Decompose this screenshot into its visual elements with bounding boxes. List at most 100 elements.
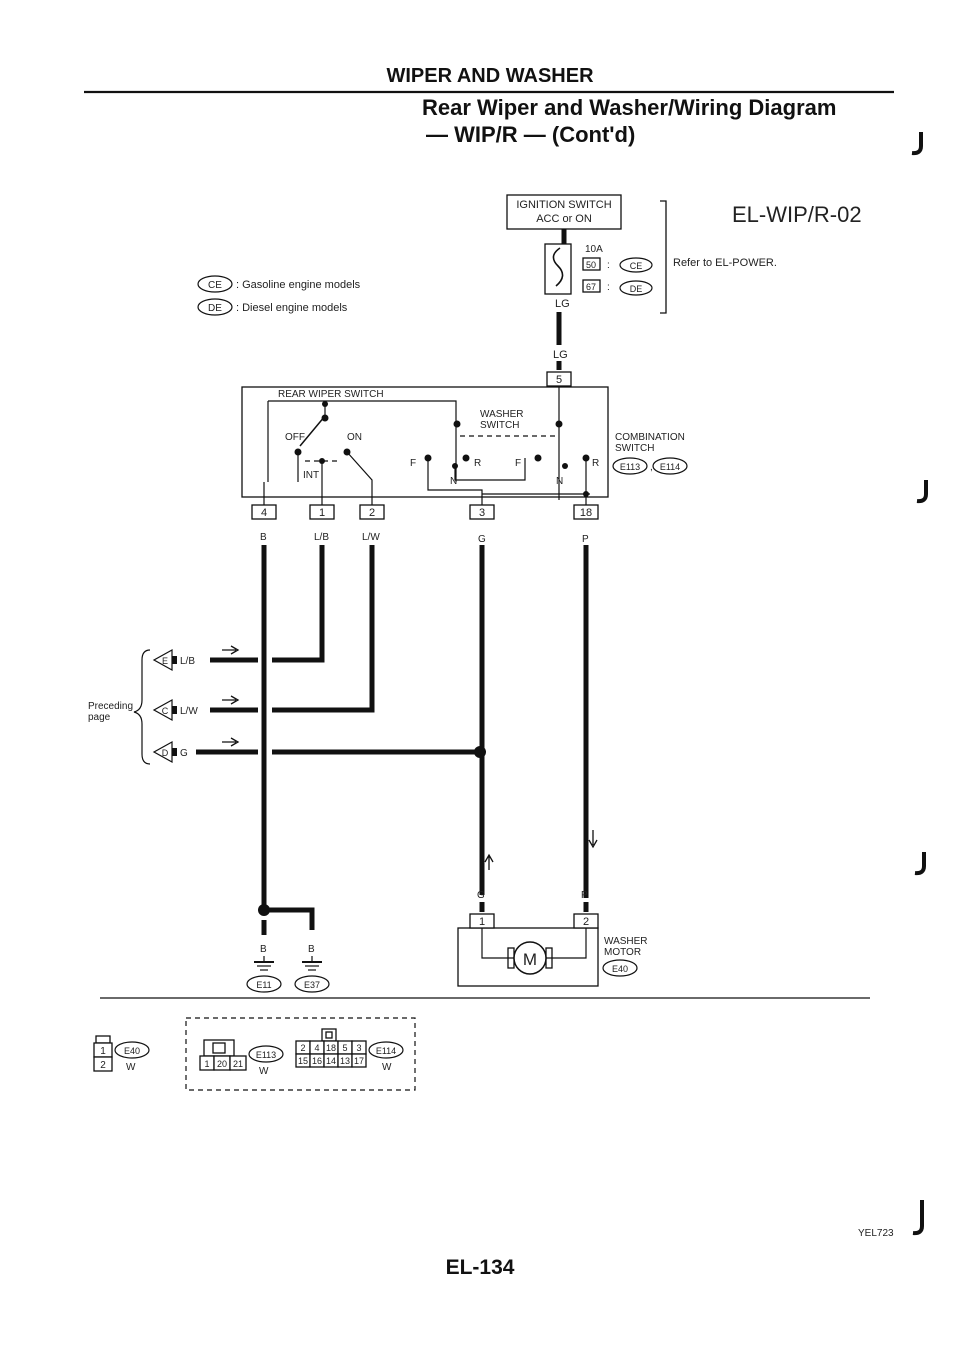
svg-text:4: 4	[314, 1043, 319, 1053]
pin-18: 18	[580, 507, 592, 519]
wire-lw	[272, 545, 375, 713]
ref-d-arrow-icon	[222, 737, 240, 747]
washer-motor-box	[457, 927, 599, 987]
svg-text:R: R	[474, 458, 481, 469]
arrow-up-icon	[484, 853, 494, 870]
diagram-subtitle: — WIP/R — (Cont'd)	[426, 122, 635, 147]
motor-pin-2: 2	[583, 916, 589, 928]
connector-e40-view: 1 2 E40 W	[93, 1035, 150, 1073]
ref-e-tag: E	[162, 656, 168, 666]
svg-text:2: 2	[100, 1060, 106, 1071]
combination-connector-dashed-box	[185, 1017, 416, 1091]
washer-switch-label-2: SWITCH	[480, 420, 519, 431]
svg-text:2: 2	[300, 1043, 305, 1053]
svg-text:20: 20	[217, 1059, 227, 1069]
wire-color-g: G	[478, 534, 486, 545]
ground-e11: E11	[256, 980, 271, 990]
motor-icon	[513, 941, 547, 975]
svg-text:18: 18	[326, 1043, 336, 1053]
conn-e40-color: W	[126, 1062, 136, 1073]
margin-mark-icon	[916, 480, 928, 504]
ref-c-tag: C	[162, 706, 169, 716]
ignition-switch-mode: ACC or ON	[536, 213, 592, 225]
fuse-number-b: 67	[586, 282, 596, 292]
fuse-out-wire-color: LG	[555, 298, 570, 310]
ground-symbol-e37-icon	[302, 956, 322, 971]
washer-motor-label-2: MOTOR	[604, 947, 641, 958]
wire-color-p: P	[582, 534, 589, 545]
conn-e114-tag: E114	[660, 462, 680, 472]
svg-text:15: 15	[298, 1056, 308, 1066]
de-tag: DE	[208, 303, 222, 314]
ground-e37-oval-icon	[294, 975, 330, 993]
refer-text: Refer to EL-POWER.	[673, 257, 777, 269]
ground-e37: E37	[304, 980, 320, 990]
corner-mark-icon	[911, 132, 923, 156]
motor-conn-oval-icon	[602, 959, 638, 977]
motor-wire-g: G	[477, 890, 485, 901]
diagram-title: Rear Wiper and Washer/Wiring Diagram	[422, 95, 836, 120]
ground-symbol-e11-icon	[254, 956, 274, 971]
conn-e113-color: W	[259, 1066, 269, 1077]
wire-color-lb: L/B	[314, 532, 329, 543]
pin-1-box	[309, 504, 335, 520]
preceding-label-2: page	[88, 712, 111, 723]
ce-tag: CE	[208, 280, 222, 291]
svg-text:1: 1	[100, 1046, 106, 1057]
pin-1: 1	[319, 507, 325, 519]
fuse-number-a: 50	[586, 260, 596, 270]
preceding-label: Preceding	[88, 701, 133, 712]
pin-18-box	[573, 504, 599, 520]
lg-wire-color: LG	[553, 349, 568, 361]
ground-e11-oval-icon	[246, 975, 282, 993]
diagram-code: EL-WIP/R-02	[732, 202, 862, 227]
pin-5: 5	[556, 374, 562, 386]
combination-switch-label-2: SWITCH	[615, 443, 654, 454]
ref-d-tag: D	[162, 748, 169, 758]
ref-c-wire-color: L/W	[180, 706, 198, 717]
svg-text:3: 3	[356, 1043, 361, 1053]
svg-text:16: 16	[312, 1056, 322, 1066]
motor-wire-p: P	[581, 890, 588, 901]
arrow-down-icon	[588, 830, 598, 849]
conn-e113-oval-icon	[612, 457, 648, 475]
refer-bracket	[660, 200, 667, 314]
pin-2: 2	[369, 507, 375, 519]
motor-symbol: M	[523, 950, 537, 969]
switch-on-label: ON	[347, 432, 362, 443]
conn-e114-view-tag: E114	[376, 1046, 396, 1056]
section-title: WIPER AND WASHER	[386, 65, 594, 87]
preceding-brace	[133, 649, 151, 765]
fuse-de-tag: DE	[630, 284, 643, 294]
svg-text:5: 5	[342, 1043, 347, 1053]
fuse-ce-tag: CE	[630, 261, 643, 271]
motor-pin-1: 1	[479, 916, 485, 928]
de-legend-text: : Diesel engine models	[236, 302, 348, 314]
fuse-rating: 10A	[585, 244, 603, 255]
connector-e113-view: 1 20 21 E113 W	[199, 1039, 284, 1077]
ignition-switch-label: IGNITION SWITCH	[516, 199, 611, 211]
conn-e114-color: W	[382, 1062, 392, 1073]
combination-switch-box	[241, 386, 609, 498]
margin-mark-icon-2	[914, 852, 926, 876]
page-number: EL-134	[446, 1256, 515, 1279]
svg-text:21: 21	[233, 1059, 243, 1069]
conn-e40-tag: E40	[124, 1046, 140, 1056]
connector-e114-view: 2 4 18 5 3 15 16 14 13 17 E114 W	[295, 1028, 404, 1073]
fuse-de-oval-icon	[619, 280, 653, 296]
fuse-icon	[552, 247, 564, 287]
pin-4: 4	[261, 507, 267, 519]
svg-text::: :	[607, 282, 610, 293]
washer-motor-label: WASHER	[604, 936, 648, 947]
ref-e-arrow-icon	[222, 645, 240, 655]
conn-e114-oval-icon	[652, 457, 688, 475]
wire-color-b: B	[260, 532, 267, 543]
conn-e113-tag: E113	[620, 462, 640, 472]
pin-3: 3	[479, 507, 485, 519]
ground-branch	[264, 907, 315, 930]
switch-int-label: INT	[303, 470, 319, 481]
pin-4-box	[251, 504, 277, 520]
rear-wiper-inner-box	[267, 400, 457, 482]
svg-text:F: F	[410, 458, 416, 469]
